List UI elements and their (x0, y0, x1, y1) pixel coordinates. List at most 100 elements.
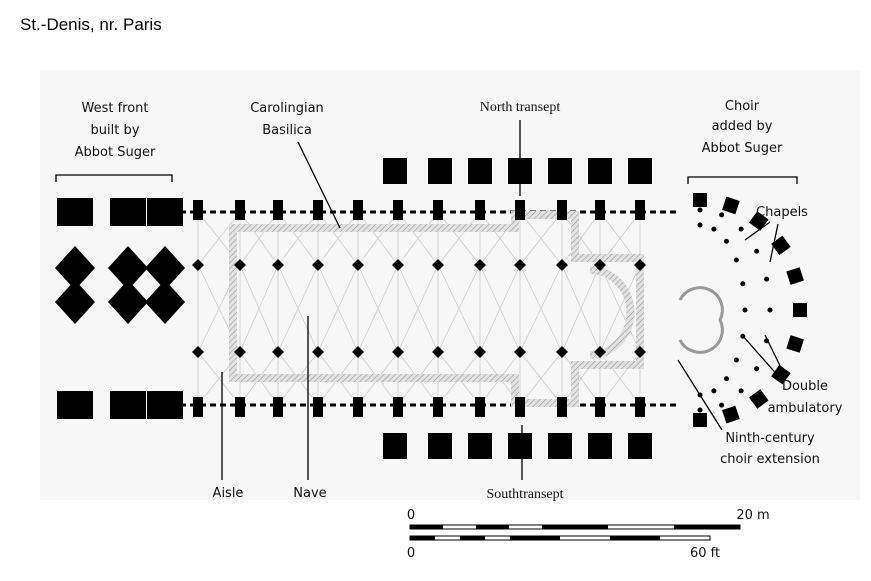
transept-pier (628, 433, 652, 459)
pier (514, 259, 526, 271)
choir-bracket (687, 176, 798, 184)
west-front-pier (108, 280, 148, 324)
transept-pier (548, 158, 572, 184)
ambulatory-column (733, 357, 739, 363)
pier (556, 259, 568, 271)
ambulatory-column (697, 207, 703, 213)
pier (192, 346, 204, 358)
label-chapels: Chapels (756, 205, 808, 220)
transept-pier (508, 433, 532, 459)
chapel-buttress (771, 235, 791, 256)
label-aisle: Aisle (213, 486, 244, 501)
label-west-front: West front (81, 101, 148, 116)
label-west-front: built by (91, 123, 140, 138)
ambulatory-column (754, 248, 760, 254)
label-carolingian: Carolingian (250, 101, 324, 116)
label-north-transept: North transept (480, 100, 561, 115)
transept-pier (548, 433, 572, 459)
pier (234, 259, 246, 271)
scale-bar-metric (409, 524, 741, 530)
wall-pier (273, 200, 283, 220)
leader-line (297, 141, 341, 229)
choir-extension-outline (678, 286, 724, 354)
vault-rib (239, 211, 279, 266)
vault-rib (599, 351, 641, 406)
pier (272, 259, 284, 271)
pier (272, 346, 284, 358)
vault-rib (561, 211, 601, 266)
vault-rib (357, 264, 399, 353)
pier (432, 346, 444, 358)
chapel-buttress (793, 303, 807, 317)
ambulatory-column (719, 402, 725, 408)
west-front-pier (55, 280, 95, 324)
wall-pier (193, 200, 203, 220)
label-double-ambulatory: Double (782, 379, 828, 394)
ambulatory-column (767, 307, 773, 313)
ninth-century-apse (589, 266, 635, 359)
pier (192, 259, 204, 271)
ambulatory-column (719, 212, 725, 218)
chapel-buttress (722, 405, 740, 424)
pier (432, 259, 444, 271)
transept-pier (468, 158, 492, 184)
label-choir: Choir (725, 99, 760, 114)
transept-pier (383, 433, 407, 459)
vault-rib (397, 211, 439, 266)
west-front-bracket (55, 174, 173, 182)
vault-rib (561, 351, 601, 406)
vault-rib (197, 211, 241, 266)
wall-pier (475, 397, 485, 417)
wall-pier (635, 200, 645, 220)
ambulatory-column (740, 281, 746, 287)
vault-lines (180, 210, 680, 407)
wall-pier (273, 397, 283, 417)
west-front-buttress (57, 198, 93, 226)
pier (634, 259, 646, 271)
west-front-buttress (110, 391, 146, 419)
wall-pier (313, 397, 323, 417)
west-front-pier (108, 246, 148, 290)
chapel-buttress (771, 364, 791, 385)
wall-pier (635, 397, 645, 417)
vault-rib (479, 264, 521, 353)
vault-rib (561, 264, 601, 353)
leader-line (744, 221, 771, 241)
ambulatory-column (723, 238, 729, 244)
west-front-buttress (147, 198, 183, 226)
label-nave: Nave (293, 486, 326, 501)
ambulatory-column (738, 226, 744, 232)
pier (352, 346, 364, 358)
pier (312, 346, 324, 358)
leader-line (677, 359, 723, 431)
wall-pier (475, 200, 485, 220)
label-ninth-century: choir extension (720, 452, 820, 467)
ambulatory-column (711, 388, 717, 394)
pier (594, 259, 606, 271)
west-front-buttress (110, 198, 146, 226)
vault-rib (317, 264, 359, 353)
pier (234, 346, 246, 358)
wall-pier (557, 397, 567, 417)
vault-rib (357, 211, 399, 266)
chapel-buttress (748, 389, 769, 409)
ambulatory-column (764, 276, 770, 282)
label-double-ambulatory: ambulatory (768, 401, 843, 416)
diagram-title: St.-Denis, nr. Paris (20, 15, 162, 34)
chapel-buttress (786, 267, 804, 285)
wall-pier (557, 200, 567, 220)
ambulatory-column (742, 307, 748, 313)
label-ninth-century: Ninth-century (725, 431, 815, 446)
vault-rib (519, 211, 563, 266)
wall-pier (313, 200, 323, 220)
vault-rib (437, 264, 481, 353)
pier (392, 346, 404, 358)
wall-pier (595, 397, 605, 417)
wall-pier (353, 200, 363, 220)
wall-pier (595, 200, 605, 220)
leader-line (741, 334, 781, 379)
chapel-buttress (722, 196, 740, 215)
ambulatory-column (738, 388, 744, 394)
chapel-buttress (786, 335, 804, 353)
label-carolingian: Basilica (262, 123, 312, 138)
